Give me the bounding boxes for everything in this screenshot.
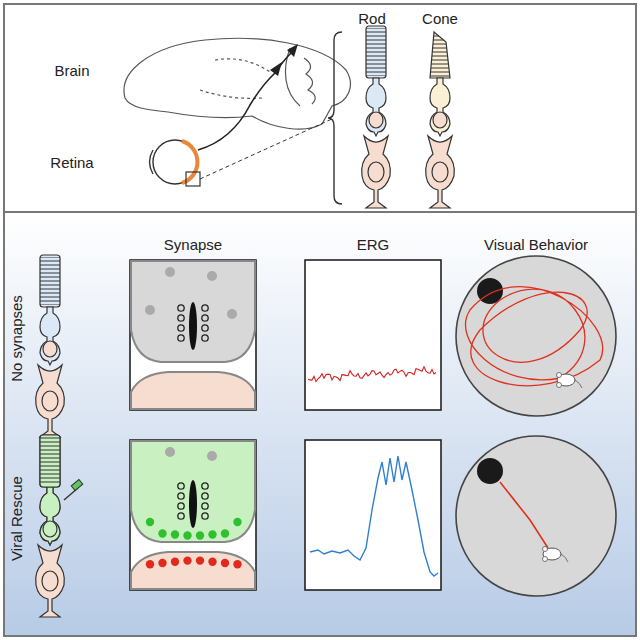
ribbon-protein-dot [171,530,179,538]
ribbon-protein-dot [146,518,154,526]
receptor-dot [171,558,179,566]
ribbon-protein-dot [183,531,191,539]
rod-cell [362,26,391,208]
ribbon-protein-dot [208,530,216,538]
zoom-lines [200,118,334,179]
receptor-dot [183,556,191,564]
receptor-dot [146,560,154,568]
ribbon-protein-dot [196,531,204,539]
receptor-dot [221,559,229,567]
synapse-panel [130,440,256,590]
synapse-panel [130,260,256,410]
lower-panel [4,212,636,636]
erg-panel [305,440,441,590]
water-maze [456,256,616,416]
optic-pathway [276,52,292,72]
receptor-dot [196,556,204,564]
arrowhead [287,44,298,57]
rod-label: Rod [358,10,386,27]
receptor-dot [233,560,241,568]
ribbon-protein-dot [158,529,166,537]
divider [4,211,636,213]
retina-label: Retina [50,154,93,171]
optic-pathway [198,72,276,150]
column-heading: ERG [357,236,390,253]
receptor-dot [158,559,166,567]
rescued-rod [36,435,83,617]
column-heading: Synapse [164,236,222,253]
water-maze [456,436,616,596]
brain-label: Brain [54,62,89,79]
arrowhead [270,62,282,76]
row-label: No synapses [8,295,25,382]
ribbon-protein-dot [233,518,241,526]
brain-outline [124,38,350,129]
cone-label: Cone [422,10,458,27]
bracket [328,32,342,204]
frame [4,4,636,636]
erg-panel [305,260,441,410]
eye [150,140,201,186]
receptor-dot [208,558,216,566]
column-heading: Visual Behavior [484,236,588,253]
row-label: Viral Rescue [8,476,25,561]
ribbon-protein-dot [221,529,229,537]
rod-cell [36,255,65,437]
cone-cell [426,32,455,208]
